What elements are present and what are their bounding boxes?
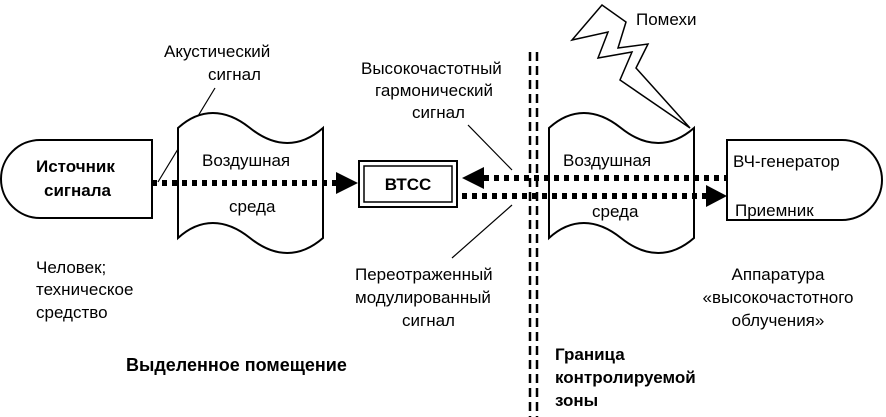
equipment-caption: Аппаратура «высокочастотного облучения» xyxy=(703,265,854,330)
generator-label: ВЧ-генератор xyxy=(733,152,840,171)
boundary-line3: зоны xyxy=(555,391,598,410)
boundary-line2: контролируемой xyxy=(555,368,696,387)
source-caption: Человек; техническое средство xyxy=(36,258,133,322)
btss-node: ВТСС xyxy=(358,160,458,208)
zone-boundary-line xyxy=(528,52,539,417)
equipment-node: ВЧ-генератор Приемник xyxy=(726,139,883,221)
hf-signal-label: Высокочастотный гармонический сигнал xyxy=(361,59,513,171)
equipment-caption-line3: облучения» xyxy=(732,311,825,330)
reflected-signal-line2: модулированный xyxy=(355,288,491,307)
equipment-caption-line2: «высокочастотного xyxy=(703,288,854,307)
air-right-line2: среда xyxy=(592,202,639,221)
acoustic-signal-line2: сигнал xyxy=(208,65,261,84)
hf-signal-leader xyxy=(467,124,513,171)
air-left-line1: Воздушная xyxy=(202,151,290,170)
source-label-line2: сигнала xyxy=(44,181,112,200)
source-caption-line3: средство xyxy=(36,303,108,322)
hf-signal-arrowhead xyxy=(462,167,484,189)
hf-signal-line3: сигнал xyxy=(412,103,465,122)
acoustic-arrowhead xyxy=(336,172,358,194)
acoustic-signal-label: Акустический сигнал xyxy=(157,42,270,183)
air-medium-left: Воздушная среда xyxy=(177,112,324,254)
boundary-label: Граница контролируемой зоны xyxy=(555,345,696,410)
hf-signal-line2: гармонический xyxy=(375,81,493,100)
boundary-line1: Граница xyxy=(555,345,625,364)
source-caption-line2: техническое xyxy=(36,280,133,299)
reflected-signal-line1: Переотраженный xyxy=(355,265,493,284)
interference: Помехи xyxy=(569,3,696,129)
source-label-line1: Источник xyxy=(36,157,115,176)
air-medium-right: Воздушная среда xyxy=(548,112,695,254)
acoustic-signal-line1: Акустический xyxy=(164,42,270,61)
equipment-caption-line1: Аппаратура xyxy=(732,265,825,284)
room-label: Выделенное помещение xyxy=(126,355,347,375)
reflected-signal-line3: сигнал xyxy=(402,311,455,330)
source-node: Источник сигнала xyxy=(0,139,153,219)
reflected-signal-label: Переотраженный модулированный сигнал xyxy=(355,204,513,330)
reflected-signal-leader xyxy=(451,204,513,259)
interference-label: Помехи xyxy=(636,10,696,29)
hf-signal-line1: Высокочастотный xyxy=(361,59,502,78)
receiver-label: Приемник xyxy=(735,201,814,220)
lightning-icon xyxy=(569,3,691,129)
air-left-line2: среда xyxy=(229,197,276,216)
btss-label: ВТСС xyxy=(385,175,432,194)
source-caption-line1: Человек; xyxy=(36,258,106,277)
air-right-line1: Воздушная xyxy=(563,151,651,170)
reflected-signal-arrowhead xyxy=(706,185,727,207)
